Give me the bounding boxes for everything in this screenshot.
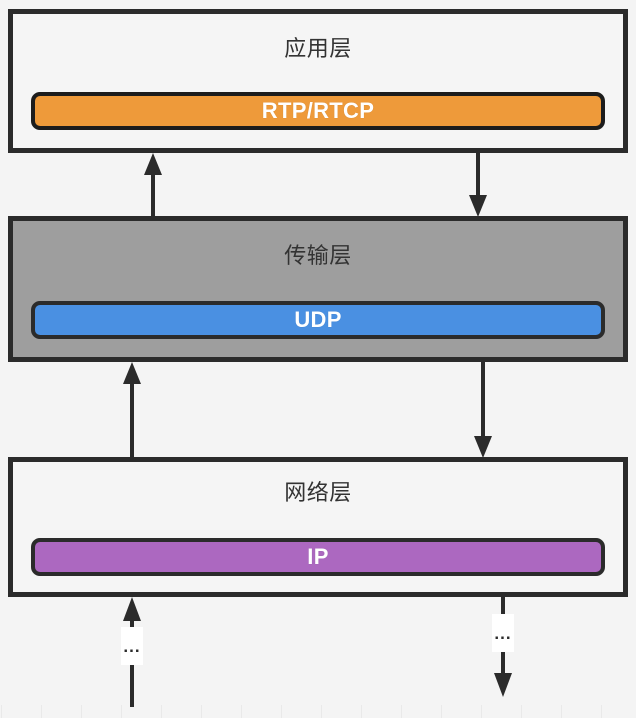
connector-transport-to-network-down-arrow[interactable]	[473, 362, 493, 458]
connector-label-network-to-lower: ...	[492, 614, 514, 652]
protocol-pill-ip[interactable]: IP	[31, 538, 605, 576]
connector-transport-to-application-up-arrow[interactable]	[143, 153, 163, 217]
arrow-down-icon	[469, 153, 487, 217]
arrow-up-icon	[144, 153, 162, 217]
layer-title-network: 网络层	[284, 480, 352, 505]
arrow-up-icon	[123, 362, 141, 458]
layer-box-transport[interactable]: 传输层 UDP	[8, 216, 628, 362]
protocol-pill-udp[interactable]: UDP	[31, 301, 605, 339]
layer-title-application: 应用层	[284, 36, 352, 61]
protocol-pill-rtp-rtcp[interactable]: RTP/RTCP	[31, 92, 605, 130]
connector-label-lower-to-network: ...	[121, 627, 143, 665]
connector-application-to-transport-down-arrow[interactable]	[468, 153, 488, 217]
layer-box-network[interactable]: 网络层 IP	[8, 457, 628, 597]
connector-network-to-transport-up-arrow[interactable]	[122, 362, 142, 458]
layer-box-application[interactable]: 应用层 RTP/RTCP	[8, 9, 628, 153]
arrow-down-icon	[474, 362, 492, 458]
layer-title-transport: 传输层	[284, 243, 352, 268]
